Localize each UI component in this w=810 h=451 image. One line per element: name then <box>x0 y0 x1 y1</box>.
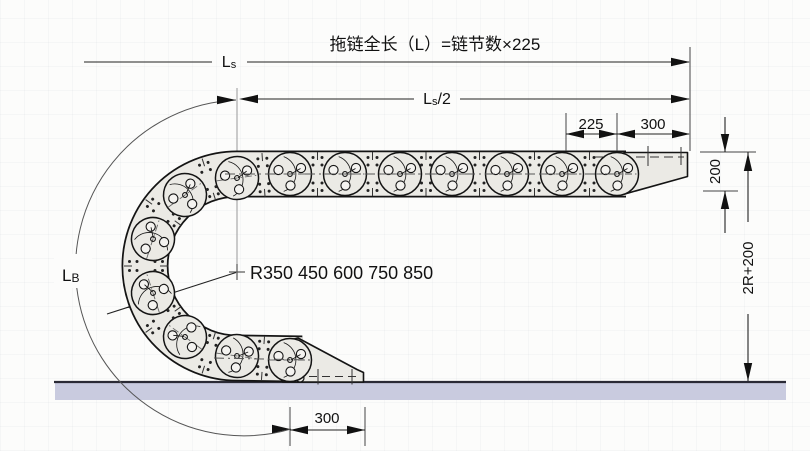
dimension-pitch-and-end: 225 300 <box>565 47 691 151</box>
bend-length-arc <box>54 95 292 437</box>
arc-bottom-arrow <box>272 424 290 434</box>
end-height-label: 200 <box>707 159 724 184</box>
bend-radius-options-label: R350 450 600 750 850 <box>250 263 433 283</box>
bottom-run-centerline <box>213 357 313 361</box>
dimension-bottom-end: 300 <box>289 407 366 446</box>
ls-label: Ls <box>222 54 237 71</box>
chain-link <box>267 337 313 383</box>
dimension-ls: Ls <box>84 54 690 71</box>
top-end-length-label: 300 <box>640 116 665 133</box>
lb-label: LB <box>62 266 79 285</box>
arc-top-arrow <box>217 95 236 105</box>
ground <box>54 380 786 400</box>
pitch-label: 225 <box>578 116 603 133</box>
chain-length-formula: 拖链全长（L）=链节数×225 <box>330 35 541 54</box>
dimension-overall-height: 2R+200 <box>740 152 757 381</box>
overall-height-label: 2R+200 <box>740 242 757 295</box>
dimension-end-height: 200 <box>700 117 756 233</box>
ls-half-label: Ls/2 <box>423 91 451 108</box>
lb-label-mask <box>54 254 92 288</box>
dimension-ls-half: Ls/2 <box>239 91 690 108</box>
bottom-end-length-label: 300 <box>314 410 339 427</box>
chain-link <box>594 151 640 197</box>
